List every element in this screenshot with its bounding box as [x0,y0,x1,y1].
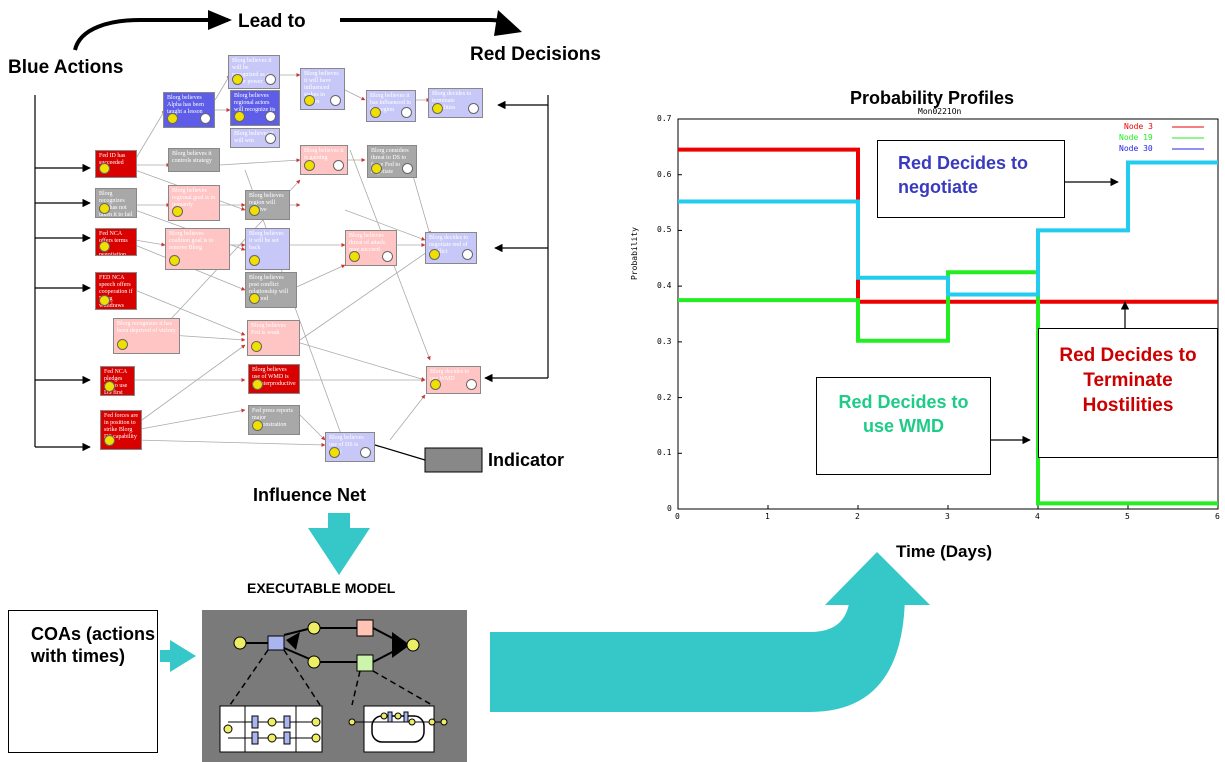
net-node: Blorg believes coalition goal is to remo… [165,228,230,270]
net-node: FED NCA speech offers cooperation if Blo… [95,272,137,310]
red-decisions-label: Red Decisions [470,44,601,65]
net-node: Blorg believes threat of attack may succ… [345,230,397,266]
legend-node-3: Node 3 [1124,122,1153,131]
legend-node-30: Node 30 [1119,144,1153,153]
y-tick-label: 0.7 [657,114,672,123]
x-tick-label: 5 [1125,512,1130,521]
indicator-swatch [424,447,483,473]
y-tick-label: 0.3 [657,336,672,346]
blue-actions-bracket [34,95,91,452]
lead-to-label: Lead to [238,11,306,32]
net-node: Fed press reports major demonstration [248,405,300,435]
teal-curved-arrow [490,552,930,712]
net-node: Blorg believes it will be recognized as … [228,55,280,89]
net-node: Blorg believes post conflict relationshi… [245,272,297,308]
net-node: Blorg believes regional goal is in jeopa… [168,185,220,221]
x-tick-label: 1 [765,512,770,521]
series-line-node-19 [678,270,1218,506]
callout-terminate-text: Red Decides to Terminate Hostilities [1059,345,1197,416]
x-axis-label: Time (Days) [896,542,993,561]
y-tick-label: 0.1 [657,448,672,458]
net-node: Fed NCA offers terms for negotiation [95,228,137,256]
callout-wmd: Red Decides to use WMD [816,377,991,475]
y-tick-label: 0.6 [657,169,672,179]
callout-wmd-text: Red Decides to use WMD [838,392,969,436]
net-node: Fed ID has succeeded [95,150,137,178]
y-tick-label: 0 [667,504,672,513]
chart-title: Mon0221On [918,107,962,116]
callout-negotiate: Red Decides to negotiate [877,140,1065,218]
callout-terminate: Red Decides to Terminate Hostilities [1038,328,1218,458]
coas-box: COAs (actions with times) [8,610,158,753]
y-tick-label: 0.4 [657,281,672,291]
net-node: Blorg decides to use WMD [426,366,481,394]
net-node: Fed forces are in position to strike Blo… [100,410,142,450]
probability-profiles-title: Probability Profiles [850,88,1015,108]
y-axis-label: Probability [630,227,639,280]
y-tick-label: 0.5 [657,225,672,235]
net-node: Blorg believes use of WMD is counterprod… [248,364,300,394]
chart-plot-area [678,147,1218,506]
net-node: Blorg believes it will win [230,128,280,148]
net-node: Blorg believes it has influenced in the … [366,90,416,122]
executable-model-label: EXECUTABLE MODEL [247,580,396,596]
lead-to-arrow [73,10,522,51]
net-node: Fed NCA pledges not to use DS first [100,366,135,396]
net-node: Blorg believes region will survive [245,190,290,220]
callout-arrows [990,177,1130,445]
blue-actions-label: Blue Actions [8,57,124,78]
chart-legend-swatches [1172,126,1204,150]
x-tick-label: 6 [1215,512,1220,521]
net-node: Blorg considers threat to DS to force Fe… [367,145,417,178]
net-node: Blorg believes Alpha has been taught a l… [163,92,215,128]
coas-text: COAs (actions with times) [31,624,156,666]
net-node: Blorg recognizes it has been deprived of… [113,318,180,354]
legend-node-19: Node 19 [1119,133,1153,142]
executable-model-graphic [202,610,467,762]
influence-net-label: Influence Net [253,485,367,505]
chart-axis-ticks [677,118,1219,510]
x-tick-label: 2 [855,512,860,521]
indicator-connector [374,444,426,461]
net-node: Blorg believes Fed is weak [247,320,300,356]
net-node: Blorg decides to terminate hostilities [428,88,483,118]
series-line-node-30 [678,160,1218,297]
net-node: Blorg believes use of DS is futile [325,432,375,462]
net-node: Blorg decides to negotiate end of confli… [425,232,477,264]
y-tick-label: 0.2 [657,392,672,402]
x-tick-label: 4 [1035,512,1040,521]
teal-right-arrow [160,640,196,672]
x-tick-label: 0 [675,512,680,521]
red-decisions-bracket [484,95,549,383]
net-node: Blorg believes it will have influenced s… [300,68,345,110]
callout-negotiate-text: Red Decides to negotiate [898,153,1029,197]
x-tick-label: 3 [945,512,950,521]
net-node: Blorg believes it controls strategy [168,148,220,172]
net-node: Blorg believes regional actors will reco… [230,90,280,126]
indicator-label: Indicator [488,450,565,470]
teal-down-arrow [308,513,370,575]
net-node: Blorg recognizes Fed has not taken it to… [95,188,137,218]
net-node: Blorg believes it will be set back [245,228,290,270]
net-node: Blorg believes it is gaining [300,145,348,175]
